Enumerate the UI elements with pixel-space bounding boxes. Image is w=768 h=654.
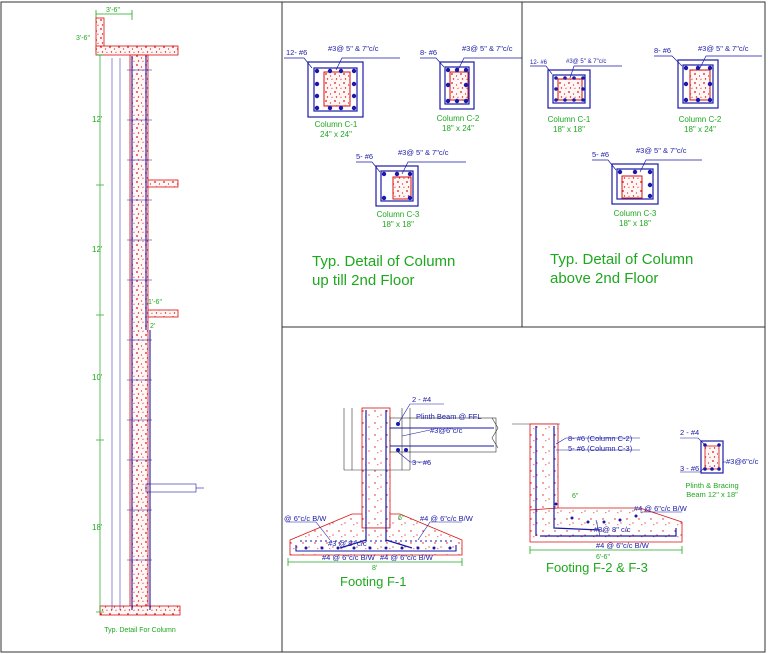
- column-elevation: 3'-6" 3'-6": [76, 7, 204, 634]
- f1-stirrups: #3@6"c/c: [430, 426, 463, 435]
- c1-above-bars-label: 12- #6: [530, 60, 548, 66]
- f23-bars-c2: 8- #6 (Column C-2): [568, 434, 633, 443]
- upto-2nd-title-line1: Typ. Detail of Column: [312, 253, 455, 270]
- pb-stirrups: #3@6"c/c: [726, 457, 759, 466]
- c2-above-bars-label: 8- #6: [654, 46, 671, 55]
- column-c2-above-section: 8- #6 #3@ 5" & 7"c/c Column C-2 18" x 24…: [654, 44, 762, 134]
- c2-bars-label: 8- #6: [420, 48, 437, 57]
- floor-height-4: 18': [92, 523, 103, 532]
- c2-size: 18" x 24": [442, 124, 474, 133]
- f1-bottom-bw: #4 @ 6"c/c B/W: [322, 553, 376, 562]
- f1-width: 8': [372, 565, 377, 572]
- footing-f2-f3: 8- #6 (Column C-2) 5- #6 (Column C-3) 6"…: [512, 423, 688, 575]
- floor-height-1: 12': [92, 115, 103, 124]
- c1-size: 24" x 24": [320, 130, 352, 139]
- f23-bottom-bw: #4 @ 6"c/c B/W: [596, 541, 650, 550]
- f1-bottom-bars: 3 - #6: [412, 458, 431, 467]
- top-dimension: 3'-6": [106, 7, 120, 14]
- pb-top-bars: 2 - #4: [680, 428, 699, 437]
- c1-ties-label: #3@ 5" & 7"c/c: [328, 44, 379, 53]
- c2-ties-label: #3@ 5" & 7"c/c: [462, 44, 513, 53]
- footing-f1: 2 - #4 Plinth Beam @ FFL #3@6"c/c 3 - #6…: [284, 395, 499, 589]
- f23-dim-6: 6": [572, 493, 579, 500]
- column-c3-above-section: 5- #6 #3@ 5" & 7"c/c Column C-3 18" x 18…: [592, 146, 702, 228]
- c2-name: Column C-2: [437, 114, 480, 123]
- f1-dim-6: 6": [398, 515, 405, 522]
- column-c1-above-section: 12- #6 #3@ 5" & 7"c/c Column C-1 18" x 1…: [530, 59, 622, 134]
- elevation-caption: Typ. Detail For Column: [104, 627, 176, 634]
- floor-height-2: 12': [92, 245, 103, 254]
- f23-ties-8: #3@ 8" c/c: [594, 525, 631, 534]
- c1-name: Column C-1: [315, 120, 358, 129]
- columns-above-2nd-floor: 12- #6 #3@ 5" & 7"c/c Column C-1 18" x 1…: [530, 44, 762, 287]
- f23-width: 6'-6": [596, 554, 610, 561]
- c3-above-size: 18" x 18": [619, 219, 651, 228]
- f1-bottom-bw-2: #4 @ 6"c/c B/W: [380, 553, 434, 562]
- c3-name: Column C-3: [377, 210, 420, 219]
- f23-caption: Footing F-2 & F-3: [546, 560, 648, 575]
- upto-2nd-title-line2: up till 2nd Floor: [312, 272, 415, 289]
- c2-above-ties-label: #3@ 5" & 7"c/c: [698, 44, 749, 53]
- c2-above-size: 18" x 24": [684, 125, 716, 134]
- pb-caption-line2: Beam 12" x 18": [686, 490, 738, 499]
- f1-left-bw: @ 6"c/c B/W: [284, 514, 327, 523]
- column-c1-section: 12- #6 #3@ 5" & 7"c/c Column C-1 24" x 2…: [284, 44, 400, 139]
- f1-plinth-label: Plinth Beam @ FFL: [416, 412, 482, 421]
- c1-bars-label: 12- #6: [286, 48, 307, 57]
- pb-caption-line1: Plinth & Bracing: [685, 481, 738, 490]
- c1-above-name: Column C-1: [548, 115, 591, 124]
- f23-right-bw: #4 @ 6"c/c B/W: [634, 504, 688, 513]
- f1-ties-8: #3 @ 8" c/c: [328, 539, 367, 548]
- c3-above-ties-label: #3@ 5" & 7"c/c: [636, 146, 687, 155]
- f1-caption: Footing F-1: [340, 574, 406, 589]
- f1-right-bw: #4 @ 6"c/c B/W: [420, 514, 474, 523]
- columns-upto-2nd-floor: 12- #6 #3@ 5" & 7"c/c Column C-1 24" x 2…: [284, 44, 522, 289]
- floor-height-3: 10': [92, 373, 103, 382]
- column-c3-section: 5- #6 #3@ 5" & 7"c/c Column C-3 18" x 18…: [356, 148, 466, 229]
- column-c2-section: 8- #6 #3@ 5" & 7"c/c Column C-2 18" x 24…: [420, 44, 522, 133]
- c2-above-name: Column C-2: [679, 115, 722, 124]
- dim-1-6: 1'-6": [148, 299, 162, 306]
- above-2nd-title-line1: Typ. Detail of Column: [550, 251, 693, 268]
- above-2nd-title-line2: above 2nd Floor: [550, 270, 658, 287]
- c3-bars-label: 5- #6: [356, 152, 373, 161]
- side-dimension: 3'-6": [76, 35, 90, 42]
- plinth-beam-section: 2 - #4 3 - #6 #3@6"c/c Plinth & Bracing …: [680, 428, 759, 499]
- c3-size: 18" x 18": [382, 220, 414, 229]
- c3-ties-label: #3@ 5" & 7"c/c: [398, 148, 449, 157]
- c3-above-bars-label: 5- #6: [592, 150, 609, 159]
- pb-bottom-bars: 3 - #6: [680, 464, 699, 473]
- f23-bars-c3: 5- #6 (Column C-3): [568, 444, 633, 453]
- f1-top-bars: 2 - #4: [412, 395, 431, 404]
- c1-above-size: 18" x 18": [553, 125, 585, 134]
- c3-above-name: Column C-3: [614, 209, 657, 218]
- c1-above-ties-label: #3@ 5" & 7"c/c: [566, 59, 606, 65]
- dim-2: 2': [150, 323, 155, 330]
